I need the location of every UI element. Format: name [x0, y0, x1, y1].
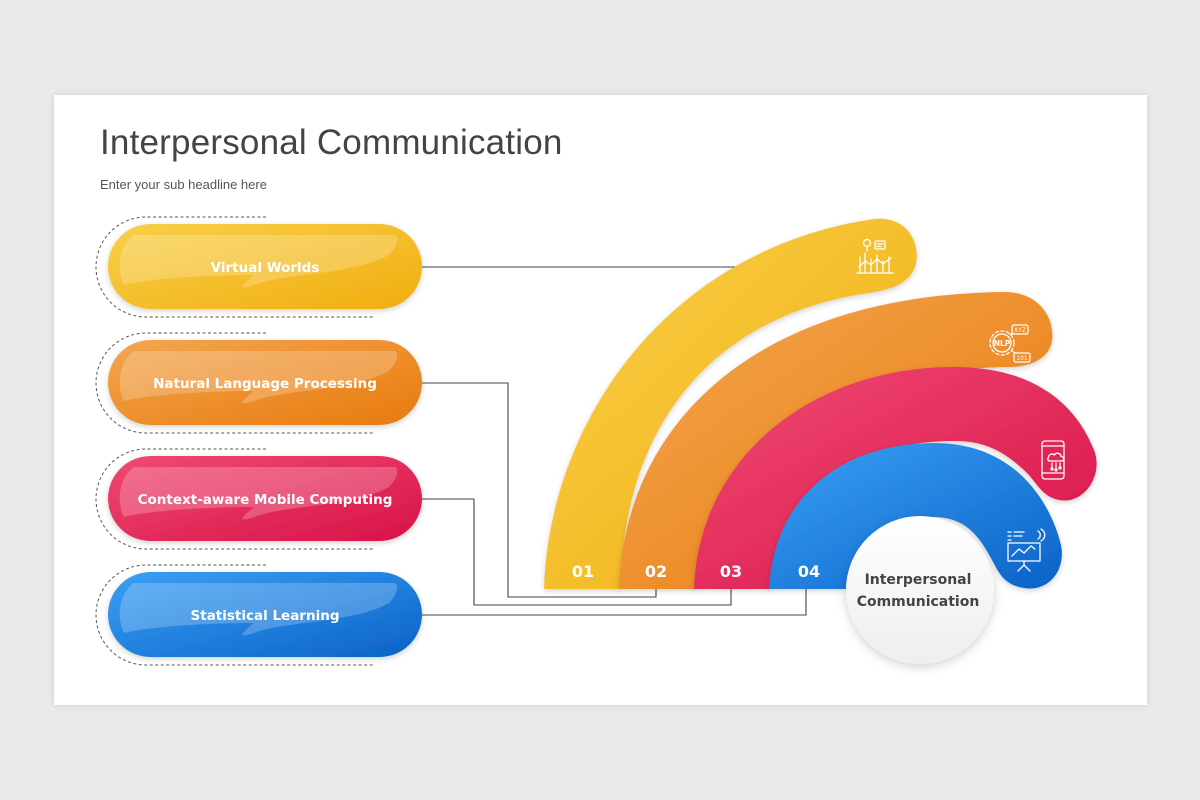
pill-label-4: Statistical Learning: [191, 608, 340, 624]
band-02: [619, 292, 1053, 589]
pill-label-3: Context-aware Mobile Computing: [138, 492, 393, 508]
pill-label-1: Virtual Worlds: [211, 260, 320, 276]
band-number-02: 02: [645, 562, 667, 581]
band-01: [544, 218, 917, 589]
band-number-01: 01: [572, 562, 594, 581]
band-03: [694, 367, 1097, 589]
virtual-world-icon: [856, 238, 894, 274]
svg-text:XYZ: XYZ: [1014, 327, 1026, 334]
page-subtitle: Enter your sub headline here: [100, 177, 267, 192]
connector-2: [421, 382, 657, 598]
nlp-icon: NLP XYZ 101: [989, 324, 1031, 363]
band-number-04: 04: [798, 562, 820, 581]
pill-context-aware-mobile-computing: Context-aware Mobile Computing: [95, 448, 422, 550]
connector-4: [421, 589, 807, 616]
slide: Interpersonal Communication Enter your s…: [54, 95, 1147, 705]
hub-circle: Interpersonal Communication: [846, 516, 994, 664]
hub-line-1: Interpersonal: [865, 572, 972, 588]
hub-line-2: Communication: [857, 594, 980, 610]
band-04: [769, 443, 1062, 589]
rainbow-bands: [544, 218, 1097, 589]
pill-label-2: Natural Language Processing: [153, 376, 377, 392]
connector-lines: [421, 266, 807, 616]
connector-3: [421, 498, 732, 606]
rainbow-diagram: 01 02 03 04 NLP XYZ 101: [95, 216, 1097, 666]
page-title: Interpersonal Communication: [100, 123, 563, 162]
pill-virtual-worlds: Virtual Worlds: [95, 216, 422, 318]
svg-text:NLP: NLP: [994, 339, 1011, 348]
presentation-chart-icon: [1007, 528, 1046, 572]
mobile-cloud-icon: [1041, 440, 1065, 480]
pill-statistical-learning: Statistical Learning: [95, 564, 422, 666]
svg-text:101: 101: [1016, 355, 1028, 362]
band-number-03: 03: [720, 562, 742, 581]
pill-natural-language-processing: Natural Language Processing: [95, 332, 422, 434]
